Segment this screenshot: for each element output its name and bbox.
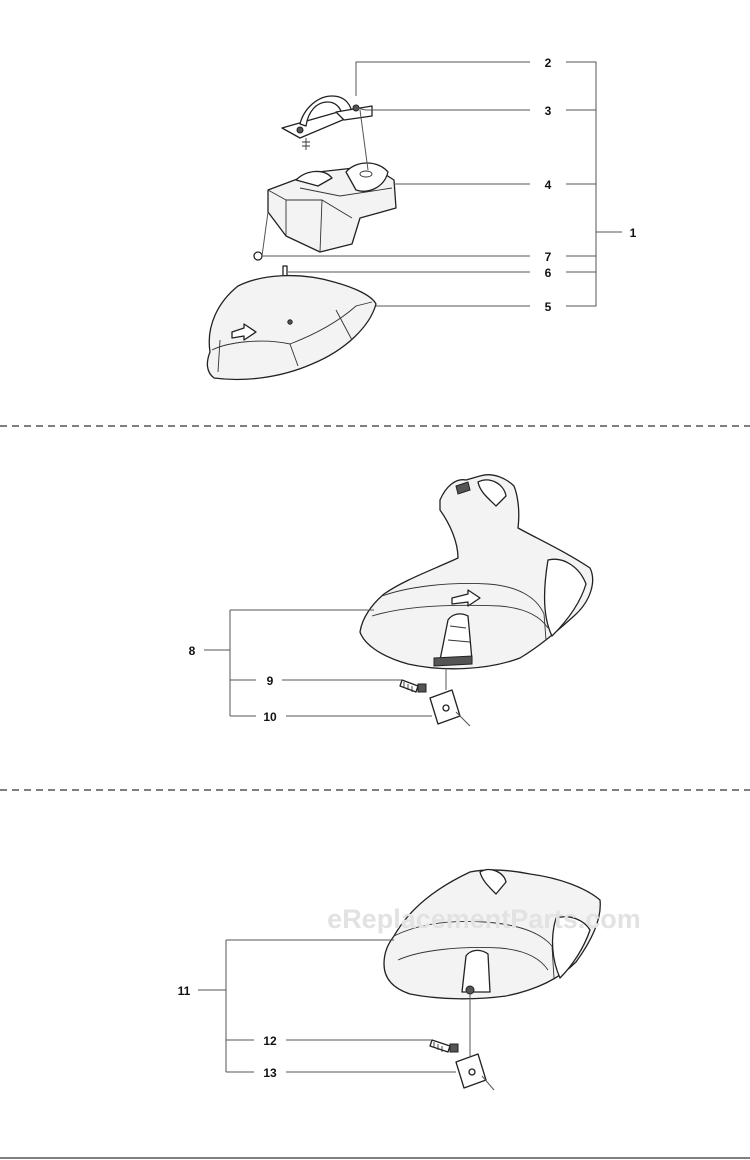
callout-3: 3: [545, 104, 552, 118]
guard-part-11[interactable]: [383, 868, 601, 1000]
leaders-2: [204, 609, 471, 727]
pin-part[interactable]: [253, 251, 263, 261]
callout-6: 6: [545, 266, 552, 280]
mount-block-part[interactable]: [267, 162, 397, 253]
callout-8: 8: [189, 644, 196, 658]
callout-7: 7: [545, 250, 552, 264]
clamp-part[interactable]: [281, 95, 373, 150]
guard-part-8[interactable]: [359, 474, 594, 670]
guard-part[interactable]: [206, 274, 377, 381]
callout-4: 4: [545, 178, 552, 192]
callout-10: 10: [263, 710, 277, 724]
screw-part-9[interactable]: [399, 679, 427, 693]
leaders-3: [198, 939, 495, 1091]
callout-12: 12: [263, 1034, 277, 1048]
section-2: [359, 474, 594, 725]
callout-1: 1: [630, 226, 637, 240]
section-3: [383, 868, 601, 1089]
callout-13: 13: [263, 1066, 277, 1080]
section-1: [206, 95, 397, 381]
plate-part-13[interactable]: [455, 1053, 487, 1089]
callout-5: 5: [545, 300, 552, 314]
watermark: eReplacementParts.com: [327, 904, 641, 934]
plate-part-10[interactable]: [429, 689, 461, 725]
callout-9: 9: [267, 674, 274, 688]
leaders-1: [261, 61, 622, 307]
callout-11: 11: [178, 984, 191, 998]
callout-2: 2: [545, 56, 552, 70]
screw-part-12[interactable]: [429, 1039, 459, 1053]
